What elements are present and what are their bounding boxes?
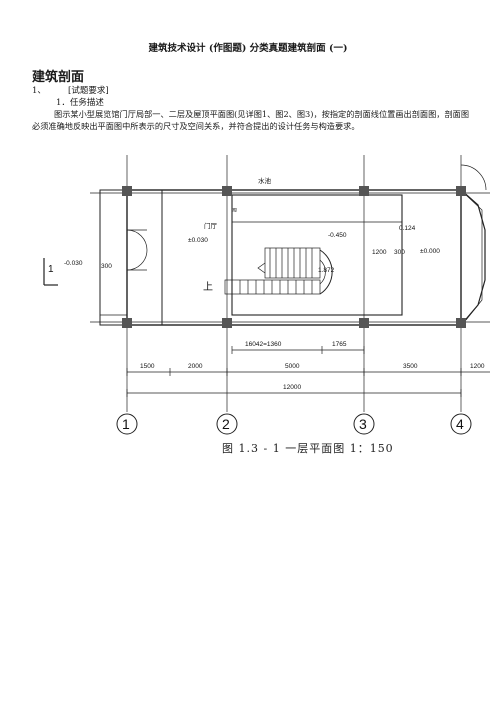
lobby-label: 门厅 [204, 221, 218, 230]
stair-up-label: 上 [203, 281, 213, 293]
dim-bottom-2: 2000 [188, 363, 203, 370]
dim-stair-run: 16042=1360 [245, 341, 282, 348]
axis-circle-2 [216, 413, 238, 435]
axis-label-2: 2 [222, 416, 230, 432]
task-description: 图示某小型展览馆门厅局部一、二层及屋顶平面图(见详图1、图2、图3)，按指定的剖… [32, 109, 470, 131]
elev-right: ±0.000 [420, 248, 440, 255]
task-title: 1．任务描述 [56, 98, 104, 108]
dim-bottom-3: 5000 [285, 363, 300, 370]
elev-left: -0.030 [64, 260, 83, 267]
outer-wall [126, 189, 462, 326]
question-line: 1、 [试题要求] [32, 84, 109, 96]
axis-label-4: 4 [456, 416, 464, 432]
elev-stair: 1.872 [318, 267, 335, 274]
axis-circle-1 [116, 413, 138, 435]
dim-right-a: 1200 [372, 249, 387, 256]
dim-bottom-5: 1200 [470, 363, 485, 370]
question-tag: [试题要求] [68, 86, 109, 96]
svg-text:≋: ≋ [232, 207, 237, 214]
figure-caption: 图 1.3 - 1 一层平面图 1：150 [222, 442, 394, 455]
elev-lobby: ±0.030 [188, 237, 208, 244]
axis-label-1: 1 [122, 416, 130, 432]
column [122, 186, 132, 196]
dim-left-vertical: 300 [101, 263, 112, 270]
floor-plan-drawing: ≋ 水池 门厅 -0.030 ±0.030 -0.450 1.872 ±0.00… [43, 155, 490, 435]
elev-pool: -0.450 [328, 232, 347, 239]
axis-circle-4 [450, 413, 472, 435]
dim-stair-landing: 1765 [332, 341, 347, 348]
inner-room [231, 194, 403, 316]
dim-total: 12000 [283, 384, 301, 391]
axis-circle-3 [353, 413, 375, 435]
dim-bottom-1: 1500 [140, 363, 155, 370]
right-bay [460, 189, 486, 326]
document-title: 建筑技术设计 (作图题) 分类真题建筑剖面 (一) [148, 43, 348, 54]
elev-right-top: 0.124 [399, 225, 416, 232]
door-swing-left [126, 229, 148, 251]
question-number: 1、 [32, 86, 46, 96]
pool-hatch: ≋ [232, 207, 237, 214]
dim-bottom-4: 3500 [403, 363, 418, 370]
dim-right-b: 300 [394, 249, 405, 256]
axis-label-3: 3 [359, 416, 367, 432]
water-pool-label: 水池 [258, 176, 272, 185]
section-heading: 建筑剖面 [32, 70, 85, 85]
section-mark-label: 1 [48, 264, 54, 275]
